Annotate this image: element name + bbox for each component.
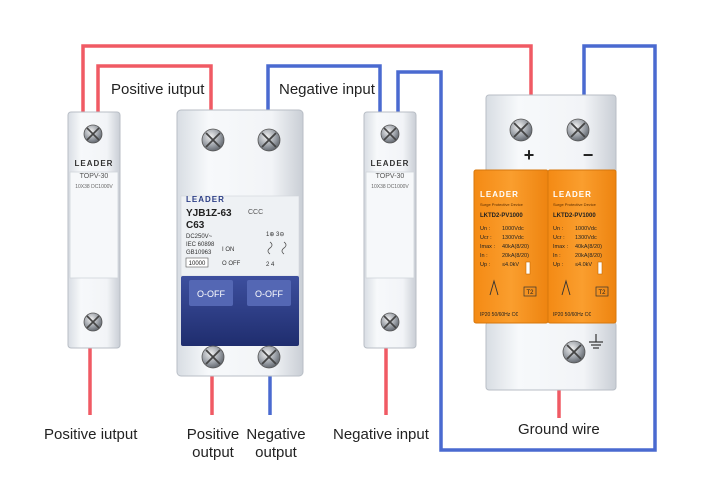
wires <box>81 44 657 452</box>
spd-spec-value: 1300Vdc <box>502 235 524 241</box>
breaker-capacity: 10000 <box>189 261 206 267</box>
spd-spec-key: In : <box>553 253 561 259</box>
breaker-voltage: DC250V~ <box>186 234 213 240</box>
spd-spec-key: Up : <box>480 262 491 268</box>
breaker-terminals-bot: 2 4 <box>266 262 275 268</box>
label-bottom-negative-input: Negative input <box>333 426 429 443</box>
spd-model-left: LKTD2-PV1000 <box>480 213 523 219</box>
fuse-holder-left: LEADER TOPV-30 10X38 DC1000V <box>67 111 121 349</box>
label-top-positive-input: Positive iutput <box>111 81 205 98</box>
breaker-terminals-top: 1⊕ 3⊖ <box>266 232 284 238</box>
spd-class-mark-left: T2 <box>526 290 534 296</box>
spd-spec-value: 20kA(8/20) <box>575 253 602 259</box>
spd-spec-value: 20kA(8/20) <box>502 253 529 259</box>
negative-wire-loop <box>396 44 657 452</box>
negative-wire-top-inner <box>266 64 382 112</box>
spd-spec-value: 1000Vdc <box>502 226 524 232</box>
label-positive-output: Positive output <box>186 426 240 461</box>
spd-footer-right: IP20 50/60Hz C€ <box>553 312 591 318</box>
label-ground-wire: Ground wire <box>518 421 600 438</box>
breaker-off-label: O OFF <box>222 261 241 267</box>
spd-spec-value: 40kA(8/20) <box>502 244 529 250</box>
ground-symbol-icon <box>589 334 603 349</box>
breaker-on-label: I ON <box>222 247 234 253</box>
coil-symbol-icon <box>267 241 287 255</box>
spd-brand-left: LEADER <box>480 190 519 199</box>
spd-footer-left: IP20 50/60Hz C€ <box>480 312 518 318</box>
breaker-std2: GB10963 <box>186 250 212 256</box>
switch-toggle-left[interactable] <box>189 280 233 306</box>
spd-device-name-left: Surge Protective Device <box>480 202 524 207</box>
spd-spec-value: ≤4.0kV <box>502 262 519 268</box>
spd-minus-label: − <box>583 145 594 165</box>
lightning-symbol-icon <box>561 279 571 296</box>
label-top-negative-input: Negative input <box>279 81 375 98</box>
label-bottom-positive-input: Positive iutput <box>44 426 138 443</box>
switch-left-label: O-OFF <box>197 289 225 299</box>
breaker-model: YJB1Z-63 <box>186 208 232 219</box>
breaker-std1: IEC 60898 <box>186 242 215 248</box>
spd-spec-key: Ucr : <box>553 235 565 241</box>
spd-spec-key: In : <box>480 253 488 259</box>
lightning-symbol-icon <box>489 279 499 296</box>
spd-spec-key: Un : <box>480 226 491 232</box>
spd-brand-right: LEADER <box>553 190 592 199</box>
spd-device-name-right: Surge Protective Device <box>553 202 597 207</box>
spd-spec-value: ≤4.0kV <box>575 262 592 268</box>
spd-spec-key: Un : <box>553 226 564 232</box>
spd-spec-value: 1000Vdc <box>575 226 597 232</box>
spd-spec-key: Ucr : <box>480 235 492 241</box>
fuse-holder-right: LEADER TOPV-30 10X38 DC1000V <box>363 111 417 349</box>
ce-mark-icon: CCC <box>248 209 263 216</box>
spd-class-mark-right: T2 <box>598 290 606 296</box>
spd-spec-value: 40kA(8/20) <box>575 244 602 250</box>
spd-model-right: LKTD2-PV1000 <box>553 213 596 219</box>
breaker-brand: LEADER <box>186 195 225 204</box>
circuit-breaker: LEADER YJB1Z-63 C63 DC250V~ IEC 60898 GB… <box>176 109 304 377</box>
positive-wire-top-inner <box>96 64 213 112</box>
fuse-right-spec: 10X38 DC1000V <box>371 184 409 190</box>
surge-protector: + − LEADER LEADER Surge Protective Devic… <box>473 94 617 391</box>
spd-spec-key: Up : <box>553 262 564 268</box>
spd-spec-key: Imax : <box>480 244 495 250</box>
spd-spec-value: 1300Vdc <box>575 235 597 241</box>
fuse-left-brand: LEADER <box>75 159 114 168</box>
positive-wire-top-outer <box>81 44 533 112</box>
switch-toggle-right[interactable] <box>247 280 291 306</box>
label-negative-output: Negative output <box>246 426 306 461</box>
fuse-right-model: TOPV-30 <box>376 173 405 180</box>
switch-right-label: O-OFF <box>255 289 283 299</box>
spd-plus-label: + <box>524 145 535 165</box>
fuse-left-model: TOPV-30 <box>80 173 109 180</box>
fuse-right-brand: LEADER <box>371 159 410 168</box>
spd-spec-key: Imax : <box>553 244 568 250</box>
breaker-rating: C63 <box>186 220 205 231</box>
fuse-left-spec: 10X38 DC1000V <box>75 184 113 190</box>
